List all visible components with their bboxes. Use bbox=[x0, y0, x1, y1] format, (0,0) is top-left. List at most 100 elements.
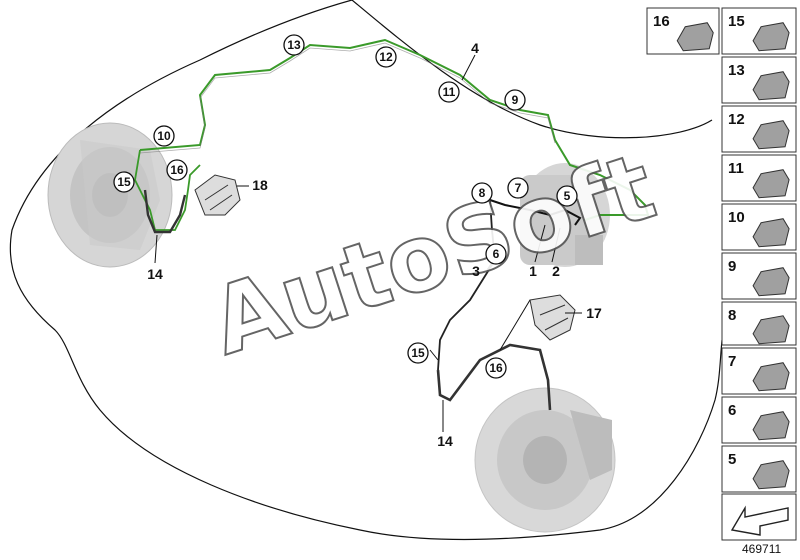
part-tile-label: 5 bbox=[728, 451, 736, 468]
callout-p17[interactable]: 17 bbox=[586, 305, 602, 321]
part-clip-icon bbox=[752, 169, 790, 199]
part-tile-label: 13 bbox=[728, 62, 745, 79]
part-clip-icon bbox=[752, 267, 790, 297]
callout-label: 7 bbox=[515, 181, 522, 195]
front-left-brake-disc bbox=[474, 387, 616, 533]
callout-p1[interactable]: 1 bbox=[529, 263, 537, 279]
part-tile-label: 10 bbox=[728, 209, 745, 226]
part-tile-label: 8 bbox=[728, 307, 736, 324]
front-right-brake-line bbox=[489, 199, 582, 226]
car-body-outline-right bbox=[351, 0, 713, 139]
part-tile-label: 6 bbox=[728, 402, 736, 419]
callout-circle bbox=[485, 357, 507, 379]
part-tile-8[interactable]: 8 bbox=[721, 301, 797, 346]
part-tile-12[interactable]: 12 bbox=[721, 105, 797, 153]
car-body-outline bbox=[9, 0, 723, 541]
callout-p14a[interactable]: 14 bbox=[147, 266, 163, 282]
diagram-id: 469711 bbox=[742, 542, 781, 556]
part-tile-7[interactable]: 7 bbox=[721, 347, 797, 395]
callout-circle bbox=[556, 185, 578, 207]
part-tile-label: 11 bbox=[728, 160, 744, 177]
main-brake-line-shadow bbox=[139, 42, 556, 154]
callout-c6[interactable]: 6 bbox=[485, 243, 507, 265]
callout-circle bbox=[507, 177, 529, 199]
part-tile-label: 12 bbox=[728, 111, 745, 128]
part-tile-6[interactable]: 6 bbox=[721, 396, 797, 444]
callout-c16a[interactable]: 16 bbox=[166, 159, 188, 181]
watermark: AutoSoft bbox=[199, 133, 667, 376]
part-clip-icon bbox=[752, 71, 790, 101]
callout-c10[interactable]: 10 bbox=[153, 125, 175, 147]
callout-circle bbox=[504, 89, 526, 111]
rear-left-hose bbox=[143, 189, 187, 234]
callout-label: 9 bbox=[512, 93, 519, 107]
arrow-icon bbox=[730, 505, 789, 536]
part-tile-13[interactable]: 13 bbox=[721, 56, 797, 104]
part-clip-icon bbox=[752, 22, 790, 52]
rear-left-brake-line bbox=[134, 149, 201, 231]
part-clip-icon bbox=[752, 218, 790, 248]
callout-c16b[interactable]: 16 bbox=[485, 357, 507, 379]
callout-label: 11 bbox=[443, 85, 456, 99]
callout-circle bbox=[166, 159, 188, 181]
callout-c11[interactable]: 11 bbox=[438, 81, 460, 103]
nav-arrow-tile[interactable] bbox=[721, 493, 797, 541]
callout-p3[interactable]: 3 bbox=[472, 263, 480, 279]
callout-circle bbox=[471, 182, 493, 204]
callout-label: 16 bbox=[170, 163, 184, 177]
callout-label: 16 bbox=[489, 361, 503, 375]
callout-circle bbox=[113, 171, 135, 193]
brake-line-3 bbox=[437, 199, 496, 371]
part-clip-icon bbox=[752, 315, 790, 345]
callout-circle bbox=[438, 81, 460, 103]
callout-label: 15 bbox=[411, 346, 425, 360]
part-tile-label: 15 bbox=[728, 13, 745, 30]
bracket-17 bbox=[529, 294, 576, 341]
part-tile-15[interactable]: 15 bbox=[721, 7, 797, 55]
callout-p18[interactable]: 18 bbox=[252, 177, 268, 193]
front-right-brake-assembly bbox=[520, 163, 610, 267]
callout-label: 12 bbox=[379, 50, 393, 64]
part-tile-label: 7 bbox=[728, 353, 736, 370]
callout-p4[interactable]: 4 bbox=[471, 40, 479, 56]
part-clip-icon bbox=[752, 460, 790, 490]
callout-c7[interactable]: 7 bbox=[507, 177, 529, 199]
callout-c5[interactable]: 5 bbox=[556, 185, 578, 207]
part-tile-label: 16 bbox=[653, 13, 670, 30]
bracket-18 bbox=[194, 174, 241, 216]
callout-circle bbox=[485, 243, 507, 265]
part-tile-11[interactable]: 11 bbox=[721, 154, 797, 202]
callout-circle bbox=[375, 46, 397, 68]
part-clip-icon bbox=[752, 120, 790, 150]
front-left-hose bbox=[436, 343, 552, 411]
callout-p2[interactable]: 2 bbox=[552, 263, 560, 279]
callout-label: 8 bbox=[479, 186, 486, 200]
callout-label: 10 bbox=[157, 129, 171, 143]
part-tile-5[interactable]: 5 bbox=[721, 445, 797, 493]
main-brake-line bbox=[139, 38, 650, 221]
callout-label: 15 bbox=[117, 175, 131, 189]
part-clip-icon bbox=[752, 362, 790, 392]
callout-c8[interactable]: 8 bbox=[471, 182, 493, 204]
callout-circle bbox=[407, 342, 429, 364]
callout-p14b[interactable]: 14 bbox=[437, 433, 453, 449]
part-tile-9[interactable]: 9 bbox=[721, 252, 797, 300]
callout-c15b[interactable]: 15 bbox=[407, 342, 429, 364]
callout-label: 6 bbox=[493, 247, 500, 261]
parts-panel: 16 15 13 12 11 10 9 8 7 6 5 bbox=[646, 7, 797, 493]
part-tile-16[interactable]: 16 bbox=[646, 7, 720, 55]
callout-c9[interactable]: 9 bbox=[504, 89, 526, 111]
callout-c12[interactable]: 12 bbox=[375, 46, 397, 68]
part-tile-10[interactable]: 10 bbox=[721, 203, 797, 251]
part-clip-icon bbox=[676, 22, 714, 52]
callout-c15a[interactable]: 15 bbox=[113, 171, 135, 193]
callout-label: 5 bbox=[564, 189, 571, 203]
callout-c13[interactable]: 13 bbox=[283, 34, 305, 56]
callout-circle bbox=[153, 125, 175, 147]
callout-circle bbox=[283, 34, 305, 56]
part-clip-icon bbox=[752, 411, 790, 441]
